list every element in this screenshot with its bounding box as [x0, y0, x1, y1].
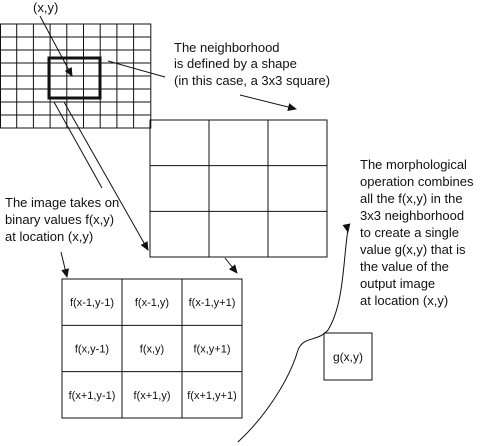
operation-label-line-1: The morphological	[360, 157, 467, 172]
operation-label-line-6: value g(x,y) that is	[360, 242, 466, 257]
neighborhood-value-cell: f(x-1,y-1)	[70, 297, 114, 309]
image-values-label-line-1: The image takes on	[5, 195, 119, 210]
operation-label-line-2: operation combines	[360, 174, 474, 189]
neighborhood-pointer-line	[107, 60, 166, 78]
label-to-value-table-arrow	[60, 251, 70, 278]
operation-label-line-5: to create a single	[360, 225, 459, 240]
operation-label-line-4: 3x3 neighborhood	[360, 208, 464, 223]
operation-label-line-8: output image	[360, 276, 435, 291]
operation-brace	[237, 228, 349, 443]
output-value: g(x,y)	[333, 350, 363, 364]
neighborhood-value-cell: f(x,y)	[140, 344, 164, 356]
operation-label-line-9: at location (x,y)	[360, 293, 448, 308]
values-table-border	[61, 278, 243, 419]
operation-label-line-7: the value of the	[360, 259, 449, 274]
neighborhood-value-cell: f(x,y-1)	[75, 344, 109, 356]
output-value-box	[323, 332, 373, 381]
origin-label: (x,y)	[33, 0, 58, 15]
image-values-label-line-3: at location (x,y)	[5, 229, 93, 244]
origin-arrow	[39, 15, 73, 77]
input-image-grid	[0, 23, 152, 129]
brace-to-output-arrow	[342, 223, 351, 233]
large-grid-to-value-table-arrow	[224, 257, 238, 274]
neighborhood-values-table: f(x-1,y-1) f(x-1,y) f(x-1,y+1) f(x,y-1) f(x,…	[61, 278, 243, 419]
neighborhood-value-cell: f(x+1,y+1)	[187, 390, 237, 402]
neighborhood-label-line-3: (in this case, a 3x3 square)	[174, 73, 330, 88]
image-to-label-line	[53, 101, 103, 189]
neighborhood-value-cell: f(x-1,y)	[135, 297, 169, 309]
image-values-label-line-2: binary values f(x,y)	[5, 212, 114, 227]
operation-label-line-3: all the f(x,y) in the	[360, 191, 463, 206]
neighborhood-shape-arrow	[239, 94, 297, 111]
neighborhood-value-cell: f(x+1,y-1)	[69, 390, 116, 402]
neighborhood-value-cell: f(x,y+1)	[194, 344, 231, 356]
image-to-large-grid-arrow	[63, 101, 149, 251]
neighborhood-highlight-box	[47, 56, 102, 100]
neighborhood-value-cell: f(x-1,y+1)	[189, 297, 236, 309]
shape-grid-border	[149, 119, 328, 258]
neighborhood-value-cell: f(x+1,y)	[134, 390, 171, 402]
neighborhood-label-line-2: is defined by a shape	[174, 56, 297, 71]
neighborhood-shape-grid	[149, 119, 328, 258]
neighborhood-label-line-1: The neighborhood	[174, 40, 280, 55]
